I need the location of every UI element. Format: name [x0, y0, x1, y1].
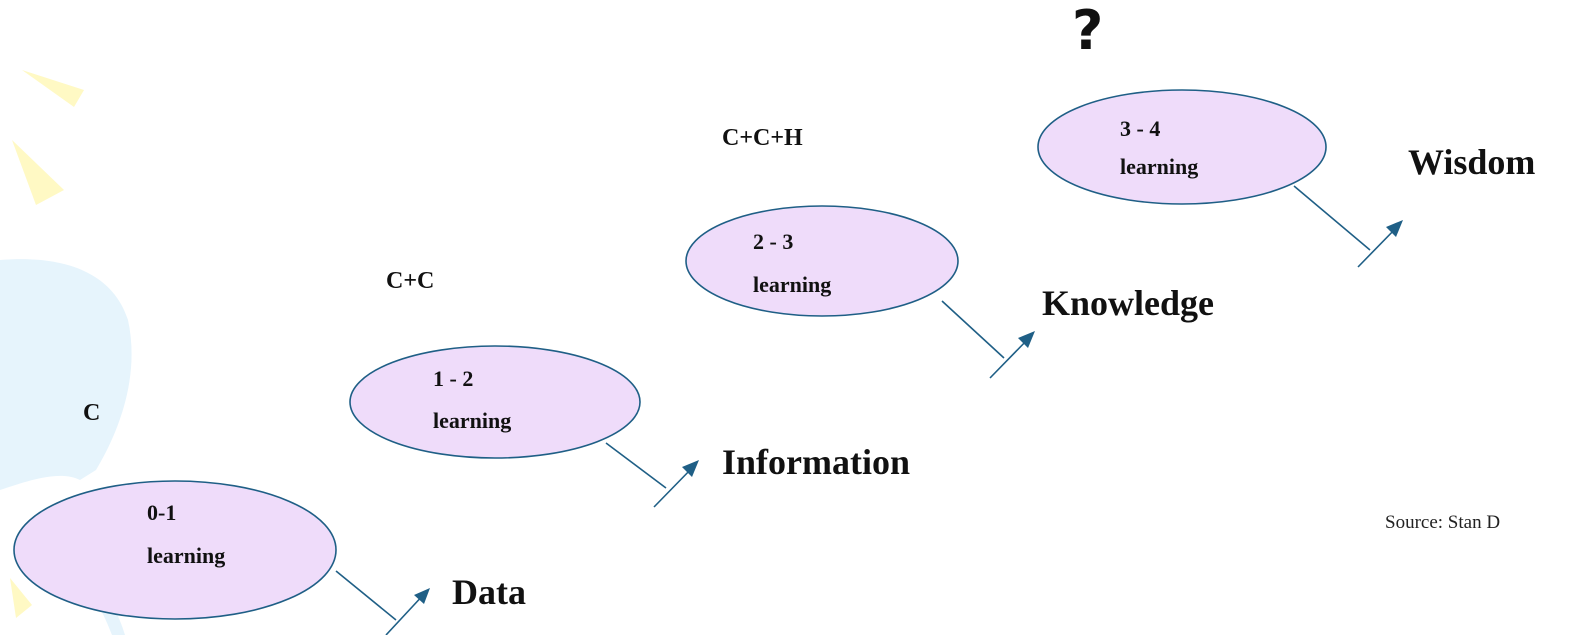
learning-ellipse-0-1 — [13, 480, 337, 620]
stage-information: Information — [722, 442, 910, 482]
yellow-triangle-decor — [22, 70, 84, 107]
connection-c: C — [83, 400, 101, 426]
connection-c-c-h: C+C+H — [722, 125, 803, 151]
learning-label-1-2: learning — [433, 408, 512, 433]
level-0-1-label: 0-1 — [147, 500, 177, 525]
arrow-to-wisdom — [1293, 185, 1403, 268]
learning-ellipse-1-2 — [349, 345, 641, 459]
arrow-to-knowledge — [941, 300, 1035, 379]
level-2-3-label: 2 - 3 — [753, 229, 794, 254]
stage-data: Data — [452, 572, 526, 612]
yellow-triangle-decor — [10, 578, 32, 618]
level-3-4-label: 3 - 4 — [1120, 116, 1161, 141]
question-mark: ? — [1072, 0, 1104, 62]
stage-wisdom: Wisdom — [1408, 142, 1536, 182]
learning-label-2-3: learning — [753, 272, 832, 297]
learning-ellipse-2-3 — [685, 205, 959, 317]
yellow-triangle-decor — [12, 140, 64, 205]
arrow-to-information — [605, 442, 699, 508]
arrow-to-data — [335, 570, 430, 635]
level-1-2-label: 1 - 2 — [433, 366, 474, 391]
connection-c-c: C+C — [386, 268, 435, 294]
learning-ellipse-3-4 — [1037, 89, 1327, 205]
source-note: Source: Stan D — [1385, 512, 1501, 533]
stage-knowledge: Knowledge — [1042, 283, 1215, 323]
learning-label-3-4: learning — [1120, 154, 1199, 179]
blue-blob-decor — [0, 259, 132, 490]
learning-label-0-1: learning — [147, 543, 226, 568]
